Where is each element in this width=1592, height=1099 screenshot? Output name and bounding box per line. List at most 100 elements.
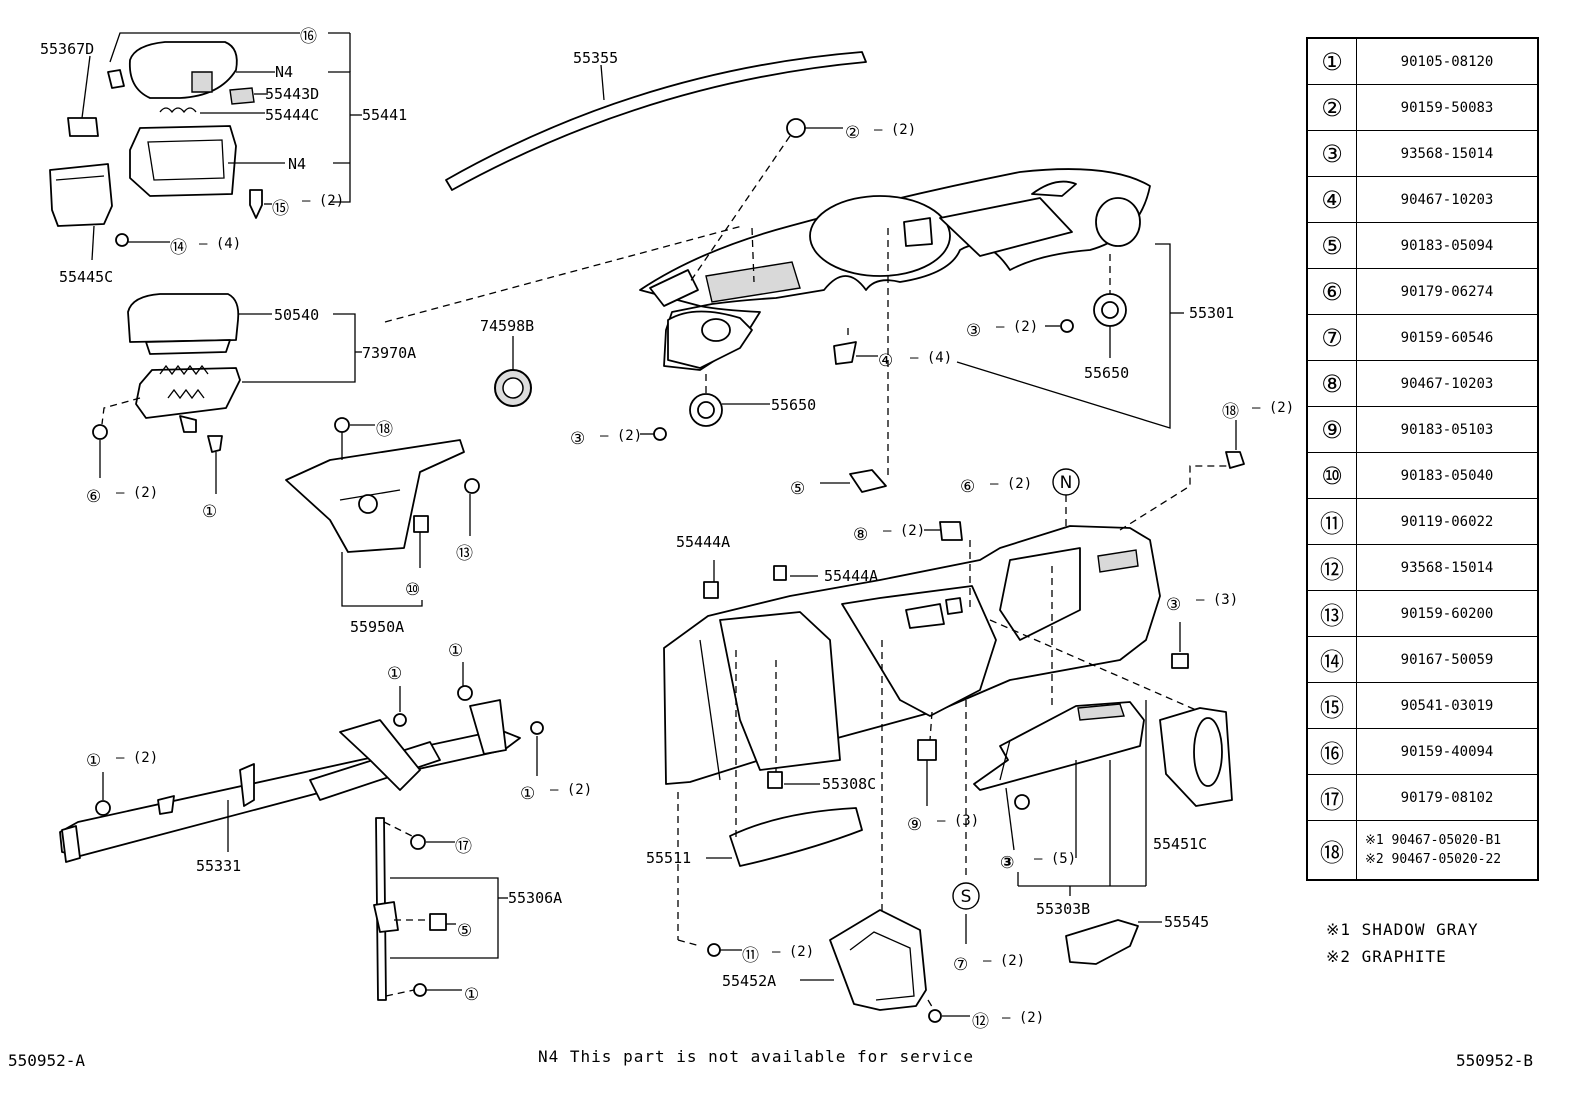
callout-3-bold: ③: [1000, 853, 1014, 873]
reference-code: 90467-10203: [1356, 176, 1539, 223]
reference-code: 90183-05040: [1356, 452, 1539, 499]
callout-1-airbag: ①: [202, 502, 217, 522]
callout-16: ⑯: [300, 27, 317, 47]
callout-12: ⑫: [972, 1012, 989, 1032]
reference-num: ⑥: [1306, 268, 1357, 315]
reference-code: 93568-15014: [1356, 544, 1539, 591]
reference-num: ②: [1306, 84, 1357, 131]
legend-graphite: ※2 GRAPHITE: [1326, 947, 1447, 966]
label-N4-mid: N4: [288, 155, 306, 173]
callout-5-upper: ⑤: [790, 479, 805, 499]
quantity-labels: – (2) – (2) – (4) – (2) – (2) – (4) – (2…: [116, 122, 1294, 1026]
label-55650-right: 55650: [1084, 364, 1129, 382]
qty-11: – (2): [772, 944, 814, 960]
label-55441: 55441: [362, 106, 407, 124]
airbag-assembly: [92, 225, 743, 494]
panel-55950A: [285, 417, 480, 607]
callout-18-right: ⑱: [1222, 402, 1239, 422]
qty-3-bold: – (5): [1034, 851, 1076, 867]
reference-code: 90167-50059: [1356, 636, 1539, 683]
label-55445C: 55445C: [59, 268, 113, 286]
label-55545: 55545: [1164, 913, 1209, 931]
reference-num: ⑦: [1306, 314, 1357, 361]
reference-code: 90541-03019: [1356, 682, 1539, 729]
callout-1-top: ①: [448, 641, 463, 661]
marker-N: N: [1060, 473, 1073, 493]
reference-num: ⑬: [1306, 590, 1357, 637]
qty-3-mid-right: – (3): [1196, 592, 1238, 608]
callout-3-upper-left: ③: [570, 429, 585, 449]
label-55303B: 55303B: [1036, 900, 1090, 918]
label-55444C: 55444C: [265, 106, 319, 124]
callout-1-center: ①: [387, 664, 402, 684]
reference-code: 90105-08120: [1356, 37, 1539, 85]
reference-num: ⑮: [1306, 682, 1357, 729]
callout-11: ⑪: [742, 946, 759, 966]
qty-18: – (2): [1252, 400, 1294, 416]
qty-6-right: – (2): [990, 476, 1032, 492]
label-73970A: 73970A: [362, 344, 416, 362]
dash-panel-55301: [639, 118, 1184, 493]
reference-code: 93568-15014: [1356, 130, 1539, 177]
callout-14: ⑭: [170, 238, 187, 258]
callout-6-left: ⑥: [86, 487, 101, 507]
footer-left-code: 550952-A: [8, 1051, 85, 1070]
molding-55355: [445, 51, 867, 191]
callout-6-right: ⑥: [960, 477, 975, 497]
callout-3-mid-right: ③: [1166, 595, 1181, 615]
label-N4-top: N4: [275, 63, 293, 81]
label-55452A: 55452A: [722, 972, 776, 990]
reference-num: ⑰: [1306, 774, 1357, 821]
qty-9: – (3): [937, 813, 979, 829]
part-number-labels: 55367D 55355 N4 55443D 55444C 55441 N4 5…: [40, 40, 1234, 990]
callout-4: ④: [878, 351, 893, 371]
duct-55452A: [800, 640, 970, 1023]
label-55331: 55331: [196, 857, 241, 875]
qty-8: – (2): [883, 523, 925, 539]
reference-code: 90159-60546: [1356, 314, 1539, 361]
callout-15: ⑮: [272, 199, 289, 219]
callout-18-panel: ⑱: [376, 420, 393, 440]
callout-1-bottom: ①: [464, 985, 479, 1005]
instrument-panel-lower: [663, 420, 1245, 785]
label-55443D: 55443D: [265, 85, 319, 103]
reference-code-line2: ※2 90467-05020-22: [1365, 852, 1502, 867]
reference-code: 90119-06022: [1356, 498, 1539, 545]
reference-code-line1: ※1 90467-05020-B1: [1365, 833, 1502, 848]
qty-14: – (4): [199, 236, 241, 252]
label-55511: 55511: [646, 849, 691, 867]
label-74598B: 74598B: [480, 317, 534, 335]
callout-5-lower: ⑤: [457, 921, 472, 941]
reference-code: 90159-60200: [1356, 590, 1539, 637]
label-55367D: 55367D: [40, 40, 94, 58]
storage-box-assembly: [49, 32, 362, 261]
qty-4: – (4): [910, 350, 952, 366]
marker-S: S: [961, 887, 972, 907]
label-55301: 55301: [1189, 304, 1234, 322]
label-55650-left: 55650: [771, 396, 816, 414]
label-55451C: 55451C: [1153, 835, 1207, 853]
qty-3-upper-left: – (2): [600, 428, 642, 444]
label-55306A: 55306A: [508, 889, 562, 907]
callout-2: ②: [845, 123, 860, 143]
reference-num: ⑤: [1306, 222, 1357, 269]
qty-1-left: – (2): [116, 750, 158, 766]
reference-code: 90179-06274: [1356, 268, 1539, 315]
qty-2: – (2): [874, 122, 916, 138]
callout-7: ⑦: [953, 955, 968, 975]
reference-num: ⑪: [1306, 498, 1357, 545]
qty-3-upper-right: – (2): [996, 319, 1038, 335]
footer-note: N4 This part is not available for servic…: [538, 1047, 974, 1066]
callout-13: ⑬: [456, 544, 473, 564]
reference-code: 90467-10203: [1356, 360, 1539, 407]
reference-num: ④: [1306, 176, 1357, 223]
